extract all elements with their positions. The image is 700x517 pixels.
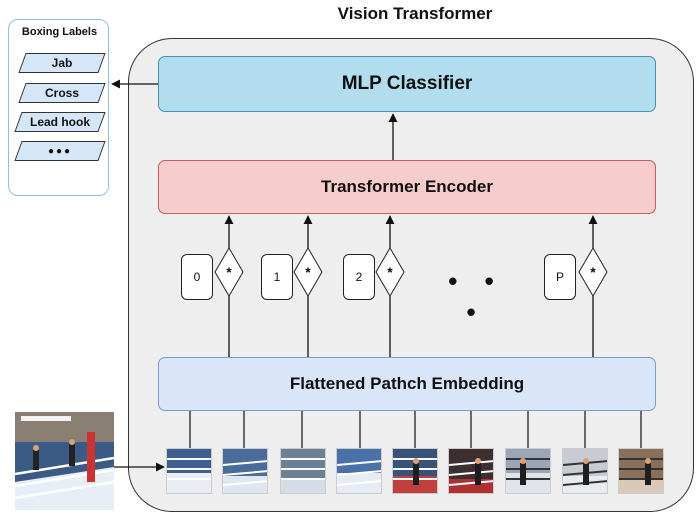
diagram-title: Vision Transformer [337, 4, 493, 23]
label-cross: Cross [18, 83, 106, 103]
image-patch [392, 448, 438, 494]
ring-patch-icon [563, 449, 607, 493]
ellipsis: • • • [448, 266, 504, 327]
ring-patch-icon [449, 449, 493, 493]
image-patch [166, 448, 212, 494]
label-text: Jab [51, 56, 73, 70]
image-patch [618, 448, 664, 494]
transformer-encoder-block: Transformer Encoder [158, 160, 656, 214]
position-token-1: 1 [261, 254, 293, 300]
patch-embedding-block: Flattened Pathch Embedding [158, 357, 656, 411]
ring-patch-icon [506, 449, 550, 493]
multiply-symbol: * [590, 264, 596, 280]
label-lead-hook: Lead hook [14, 112, 106, 132]
ring-patch-icon [337, 449, 381, 493]
ring-patch-icon [281, 449, 325, 493]
label-text: Cross [44, 86, 79, 100]
label-text: Lead hook [29, 115, 90, 129]
position-token-0: 0 [181, 254, 213, 300]
ring-patch-icon [223, 449, 267, 493]
image-patch [222, 448, 268, 494]
input-video-frame [15, 412, 114, 510]
boxing-labels-panel: Boxing Labels Jab Cross Lead hook ●●● [8, 19, 109, 196]
label-more: ●●● [14, 141, 106, 161]
multiply-symbol: * [387, 264, 393, 280]
mlp-classifier-block: MLP Classifier [158, 56, 656, 112]
ring-patch-icon [619, 449, 663, 493]
multiply-symbol: * [226, 264, 232, 280]
ring-patch-icon [167, 449, 211, 493]
image-patch [448, 448, 494, 494]
ring-patch-icon [393, 449, 437, 493]
image-patch [562, 448, 608, 494]
label-text: ●●● [47, 145, 73, 157]
image-patch [505, 448, 551, 494]
image-patch [280, 448, 326, 494]
labels-panel-title: Boxing Labels [21, 26, 98, 38]
position-token-2: 2 [343, 254, 375, 300]
label-jab: Jab [18, 53, 106, 73]
boxing-ring-image-icon [15, 412, 114, 510]
multiply-symbol: * [305, 264, 311, 280]
image-patch [336, 448, 382, 494]
position-token-p: P [544, 254, 576, 300]
